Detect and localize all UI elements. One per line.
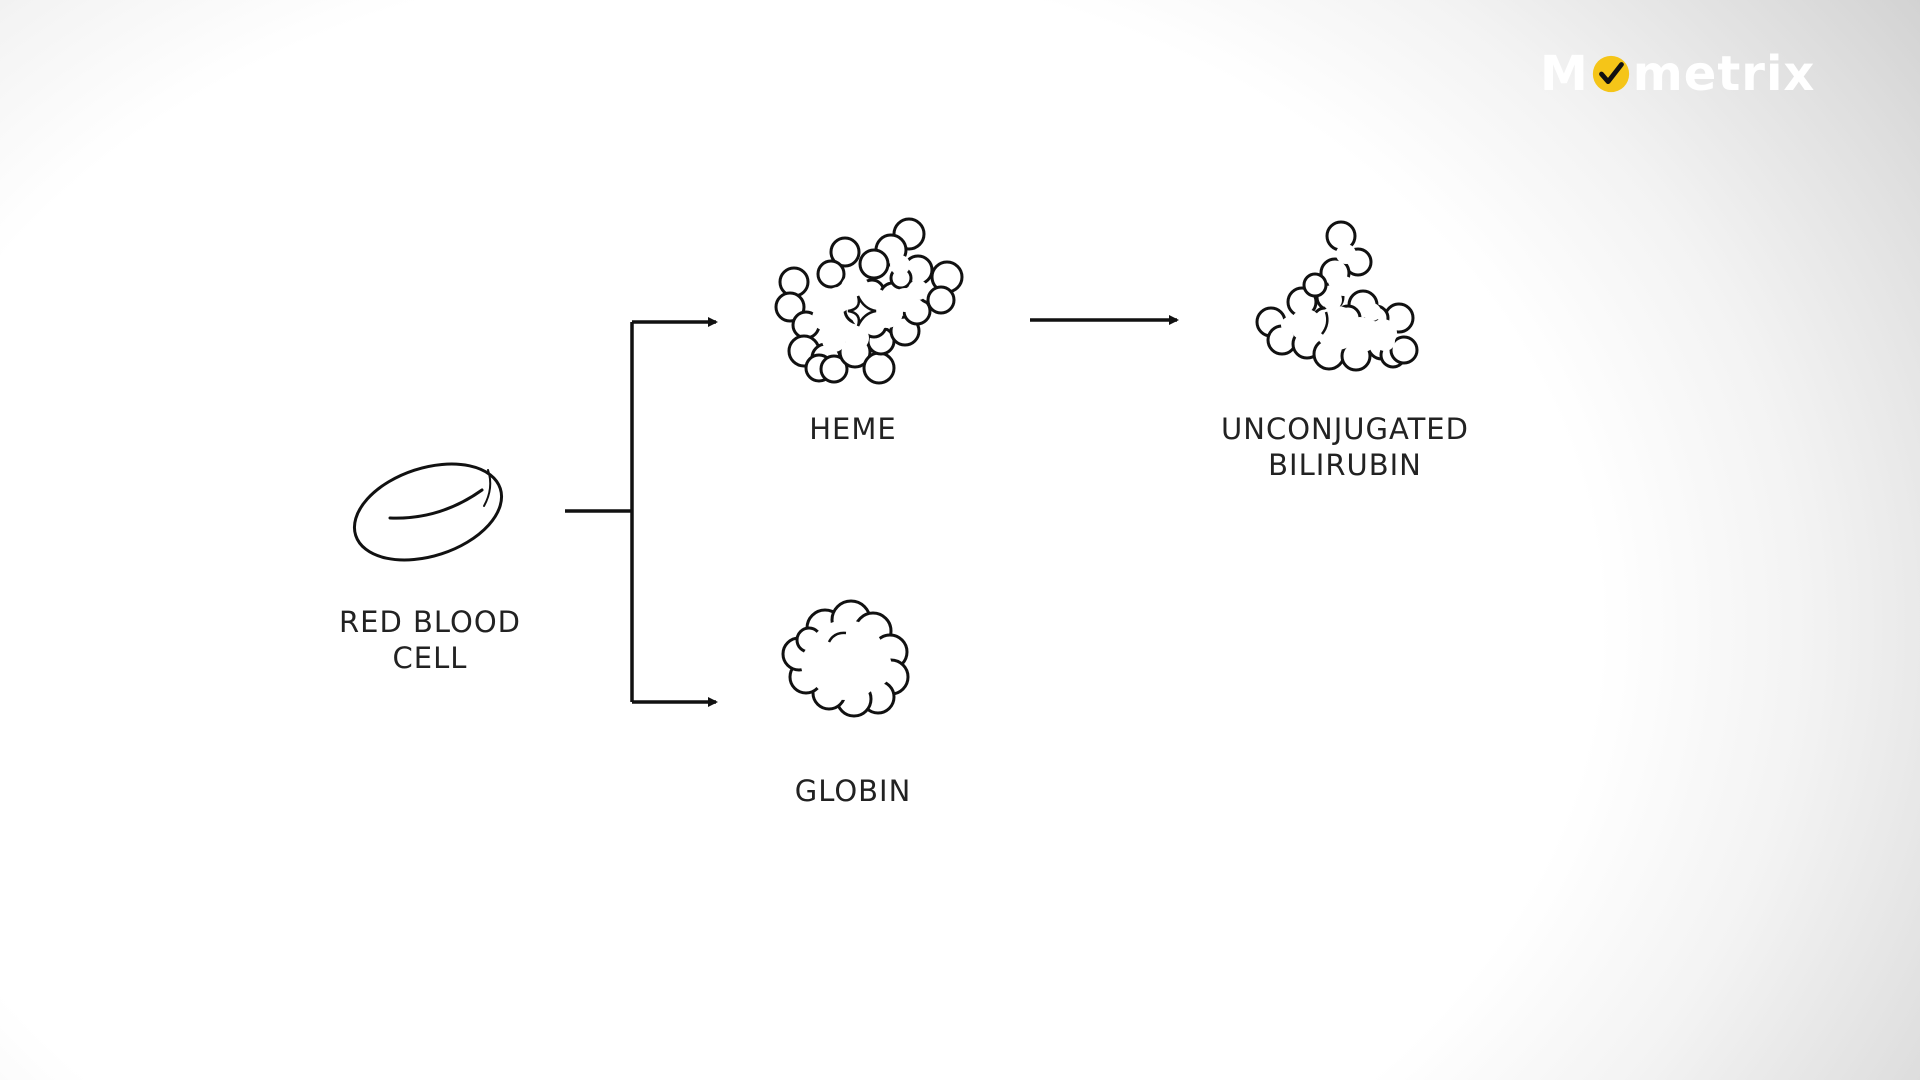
bilirubin-label-line1: UNCONJUGATED (1180, 411, 1510, 447)
branch-connector (565, 322, 716, 702)
logo-text-start: M (1540, 46, 1589, 102)
red-blood-cell-label: RED BLOOD CELL (310, 604, 550, 676)
red-blood-cell-label-line1: RED BLOOD (310, 604, 550, 640)
bilirubin-molecule-icon (1257, 222, 1417, 370)
bilirubin-label-line2: BILIRUBIN (1180, 447, 1510, 483)
logo-text-end: metrix (1633, 46, 1816, 102)
red-blood-cell-icon (342, 447, 514, 578)
heme-label-text: HEME (753, 411, 953, 447)
heme-molecule-icon (776, 219, 962, 383)
red-blood-cell-label-line2: CELL (310, 640, 550, 676)
globin-label: GLOBIN (753, 773, 953, 809)
globin-label-text: GLOBIN (753, 773, 953, 809)
checkmark-icon (1590, 53, 1632, 95)
bilirubin-label: UNCONJUGATED BILIRUBIN (1180, 411, 1510, 483)
heme-label: HEME (753, 411, 953, 447)
globin-icon (783, 601, 908, 716)
mometrix-logo: M metrix (1540, 44, 1815, 104)
